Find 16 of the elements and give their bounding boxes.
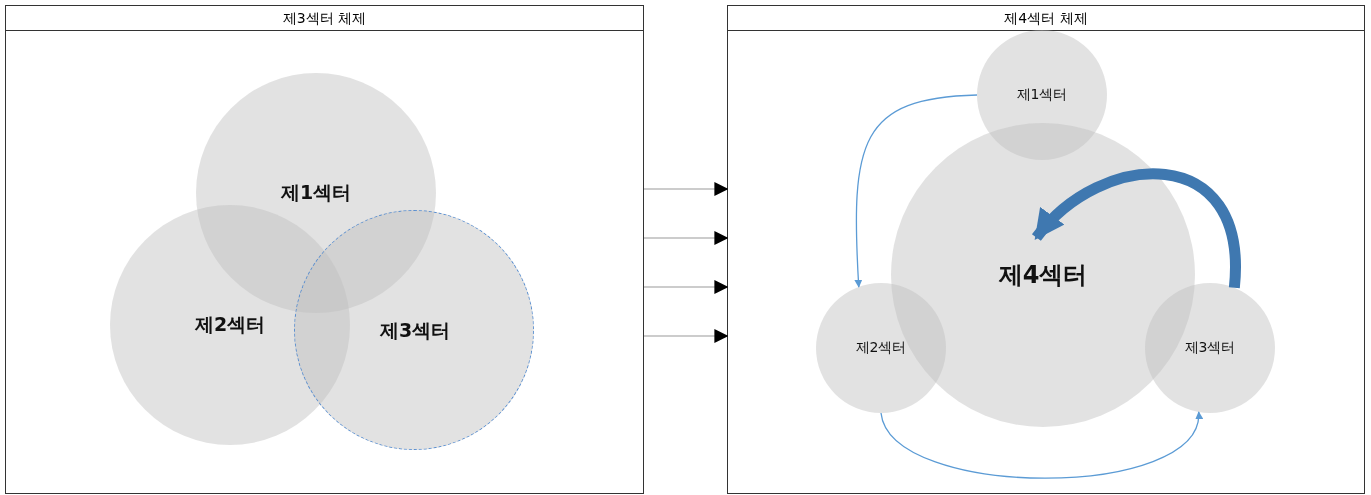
circle-label: 제3섹터 — [379, 318, 451, 343]
arrow — [643, 280, 729, 294]
panel — [727, 5, 1365, 494]
arrow — [880, 411, 1201, 479]
circle-label: 제4섹터 — [998, 260, 1088, 291]
circle-label: 제2섹터 — [855, 339, 907, 357]
panel — [5, 5, 644, 494]
circle-label: 제2섹터 — [194, 312, 266, 337]
circle-label: 제1섹터 — [1016, 86, 1068, 104]
arrow — [643, 182, 729, 196]
arrow — [854, 94, 978, 288]
arrow — [643, 329, 729, 343]
arrow — [643, 231, 729, 245]
circle-label: 제1섹터 — [280, 180, 352, 205]
circle-label: 제3섹터 — [1184, 339, 1236, 357]
arrow — [1032, 168, 1241, 288]
